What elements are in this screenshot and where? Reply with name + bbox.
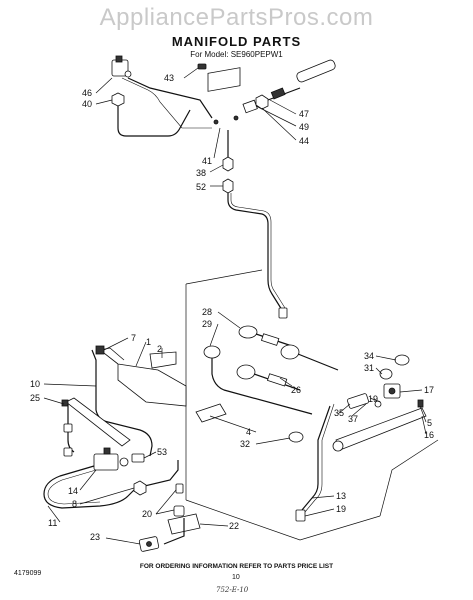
part-fitting-53: [131, 453, 145, 463]
tube-upper-cross: [127, 77, 213, 119]
callout-19-upper: 19: [368, 394, 378, 404]
callout-38: 38: [196, 168, 206, 178]
part-pin-5: [417, 399, 424, 408]
callout-53: 53: [157, 447, 167, 457]
part-regulator-14: [93, 447, 129, 471]
part-supply-end: [278, 307, 288, 319]
tube-long-supply: [227, 193, 283, 311]
part-fitting-52: [222, 178, 234, 194]
page-title: MANIFOLD PARTS: [171, 34, 302, 49]
callout-41: 41: [202, 156, 212, 166]
callout-28: 28: [202, 307, 212, 317]
callout-11: 11: [48, 518, 57, 528]
part-fitting-19b: [295, 509, 306, 522]
part-bracket-2: [149, 351, 177, 369]
part-fitting-38: [222, 156, 234, 172]
part-bracket-41: [207, 67, 241, 125]
callout-25: 25: [30, 393, 40, 403]
watermark: AppliancePartsPros.com: [99, 4, 374, 31]
part-manifold-bar-16: [332, 407, 427, 452]
part-bulb-47: [267, 59, 336, 101]
tube-upper-cross-2: [121, 77, 212, 129]
callout-47: 47: [299, 109, 309, 119]
callout-8: 8: [72, 499, 77, 509]
tube-oven-supply: [91, 349, 153, 457]
tube-burner-drop: [301, 405, 331, 511]
part-burner-valve-28: [238, 325, 293, 347]
callout-20: 20: [142, 509, 152, 519]
part-burner-1: [95, 345, 187, 407]
callout-31: 31: [364, 363, 374, 373]
tube-upper-left: [117, 106, 191, 137]
callout-5: 5: [427, 418, 432, 428]
callout-17: 17: [424, 385, 434, 395]
part-pipe-25: [61, 397, 131, 447]
callout-10: 10: [30, 379, 40, 389]
part-fitting-44: [255, 94, 269, 110]
callout-29: 29: [202, 319, 212, 329]
callout-46: 46: [82, 88, 92, 98]
tube-loop-11: [43, 460, 179, 509]
callout-26: 26: [291, 385, 301, 395]
part-fitting-8: [133, 480, 147, 496]
ordering-note: FOR ORDERING INFORMATION REFER TO PARTS …: [139, 563, 334, 570]
part-valve-46: [111, 55, 132, 78]
callout-22: 22: [229, 521, 239, 531]
callout-14: 14: [68, 486, 78, 496]
part-knob-31: [379, 368, 393, 380]
callout-37: 37: [348, 414, 358, 424]
callout-labels: 46 40 43 47 49 44 41 38 52 28 29 7 1 2 1…: [30, 73, 434, 542]
callout-52: 52: [196, 182, 206, 192]
part-fitting-35-37: [347, 393, 382, 409]
callout-1: 1: [146, 337, 151, 347]
callout-13: 13: [336, 491, 346, 501]
callout-32: 32: [240, 439, 250, 449]
part-fitting-43: [197, 63, 207, 70]
callout-19-lower: 19: [336, 504, 346, 514]
part-nut-40: [111, 92, 125, 107]
model-subtitle: For Model: SE960PEPW1: [190, 50, 283, 59]
part-burner-26: [236, 344, 339, 391]
leader-lines: [43, 67, 427, 545]
handwritten-note: 752-E-10: [216, 586, 249, 594]
part-burner-valve-29: [203, 345, 313, 415]
part-fitting-20: [173, 483, 185, 517]
range-body-outline: [185, 269, 263, 392]
callout-2: 2: [157, 344, 162, 354]
callout-43: 43: [164, 73, 174, 83]
part-valve-17: [383, 383, 401, 399]
part-grommet-32: [288, 431, 304, 443]
callout-35: 35: [334, 408, 344, 418]
callout-34: 34: [364, 351, 374, 361]
part-bracket-22: [163, 513, 201, 545]
part-fitting-left-a: [63, 423, 73, 457]
tube-left-down: [67, 404, 75, 453]
page-number: 10: [232, 574, 240, 581]
part-valve-23: [138, 536, 160, 552]
callout-16: 16: [424, 430, 434, 440]
callout-7: 7: [131, 333, 136, 343]
callout-23: 23: [90, 532, 100, 542]
callout-4: 4: [246, 427, 251, 437]
document-number: 4179099: [14, 570, 42, 577]
part-knob-34: [394, 354, 410, 366]
callout-44: 44: [299, 136, 309, 146]
part-fitting-49: [242, 99, 258, 114]
part-bracket-4: [195, 403, 227, 423]
callout-49: 49: [299, 122, 309, 132]
callout-40: 40: [82, 99, 92, 109]
